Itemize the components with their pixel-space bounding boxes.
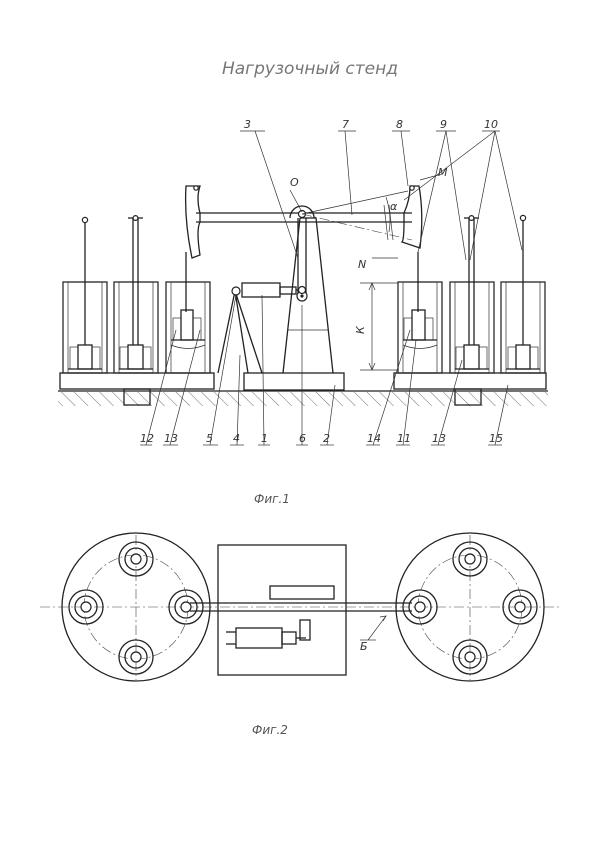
- figure-2: Б Фиг.2: [40, 532, 560, 737]
- frame-plate: [217, 544, 347, 676]
- figure-2-caption: Фиг.2: [252, 723, 288, 737]
- cylinder-top: [452, 541, 488, 577]
- cylinder-top: [118, 639, 154, 675]
- label-12: 12: [140, 432, 154, 445]
- label-14: 14: [367, 432, 381, 445]
- part-labels: 3 7 8 9 10 О М α N К 12 13 5 4 1 6 2 14 …: [140, 118, 503, 445]
- dimension-K: [360, 282, 398, 371]
- cylinder: [62, 216, 108, 374]
- label-3: 3: [244, 118, 251, 131]
- label-B: Б: [360, 640, 368, 653]
- left-cylinders: [62, 215, 211, 374]
- cylinder: [165, 252, 211, 374]
- label-1: 1: [261, 432, 268, 445]
- label-13-right: 13: [432, 432, 446, 445]
- cylinder-top: [402, 589, 438, 625]
- cylinder-top: [168, 589, 204, 625]
- frame-base: [243, 372, 345, 391]
- label-8: 8: [396, 118, 403, 131]
- cylinder-top: [68, 589, 104, 625]
- label-N: N: [358, 258, 366, 271]
- label-13-left: 13: [164, 432, 178, 445]
- cylinder: [397, 252, 443, 374]
- drawing-title: Нагрузочный стенд: [222, 59, 398, 79]
- label-9: 9: [440, 118, 447, 131]
- leader-lines: [140, 130, 523, 446]
- label-5: 5: [206, 432, 213, 445]
- beam-plan: [40, 602, 560, 612]
- label-2: 2: [323, 432, 330, 445]
- cylinder-top: [118, 541, 154, 577]
- label-O: О: [290, 176, 299, 189]
- drive-unit: [217, 282, 307, 374]
- walking-beam: [184, 185, 423, 259]
- figure-1: 3 7 8 9 10 О М α N К 12 13 5 4 1 6 2 14 …: [58, 118, 548, 506]
- cylinder-top: [452, 639, 488, 675]
- ground: [58, 390, 548, 406]
- pivot-O: [289, 189, 413, 241]
- label-15: 15: [489, 432, 503, 445]
- right-cylinders: [397, 214, 546, 374]
- frame-post: [282, 217, 334, 374]
- cylinder: [113, 215, 159, 374]
- label-10: 10: [484, 118, 498, 131]
- left-platform: [61, 532, 211, 682]
- label-4: 4: [233, 432, 240, 445]
- label-7: 7: [342, 118, 349, 131]
- label-6: 6: [299, 432, 306, 445]
- cylinder: [449, 215, 495, 374]
- label-alpha: α: [390, 200, 398, 213]
- label-M: М: [438, 166, 448, 179]
- right-platform: [395, 532, 545, 682]
- cylinder-top: [502, 589, 538, 625]
- cylinder: [500, 214, 546, 374]
- label-11: 11: [397, 432, 411, 445]
- figure-1-caption: Фиг.1: [254, 492, 290, 506]
- label-K: К: [354, 325, 367, 334]
